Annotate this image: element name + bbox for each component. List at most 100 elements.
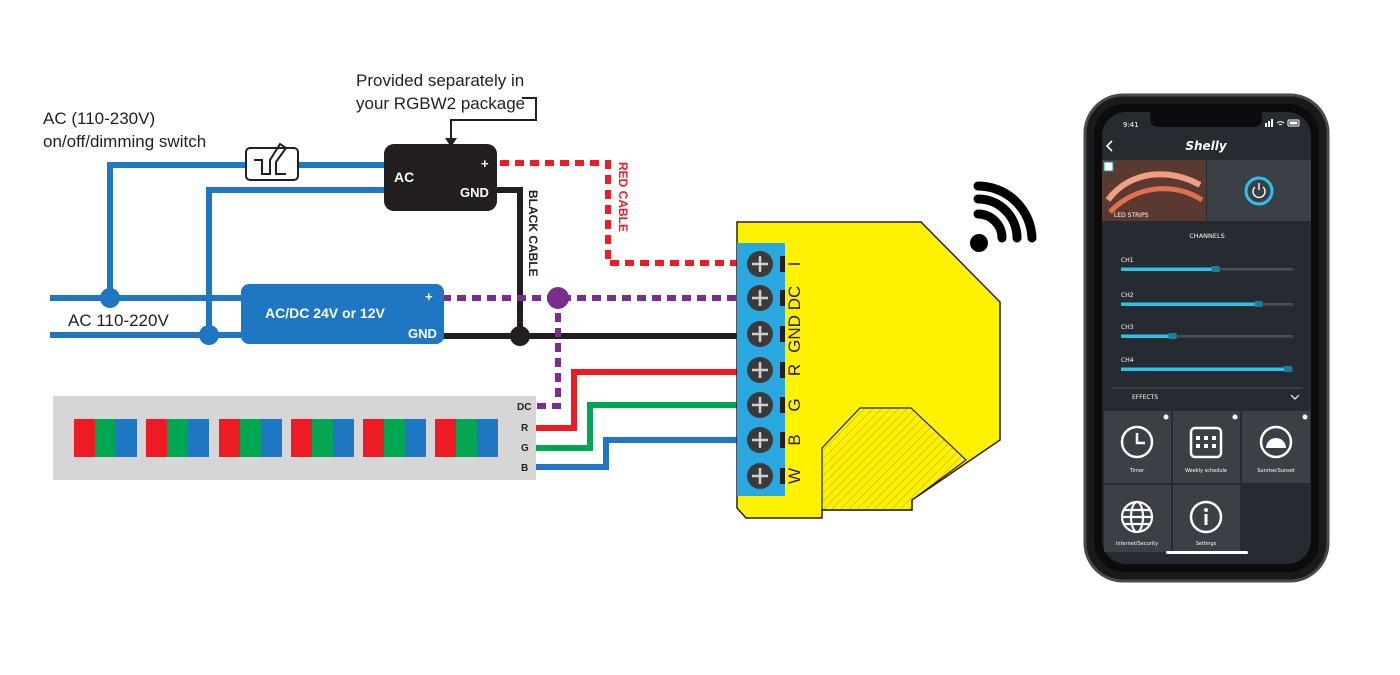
switch-label-line1: AC (110-230V) [43, 109, 155, 128]
device-tile[interactable]: LED STRIPS [1102, 160, 1206, 221]
strip-pin-label: B [521, 463, 528, 474]
led-segment [291, 419, 354, 457]
terminal-label: DC [785, 286, 804, 311]
channel-slider-ch2[interactable]: CH2 [1121, 292, 1293, 307]
adapter-ac-label: AC [394, 169, 414, 185]
black-cable-label: BLACK CABLE [526, 190, 540, 277]
terminal-label: I [785, 262, 804, 267]
psu-label: AC/DC 24V or 12V [265, 305, 385, 321]
screw-icon [747, 392, 773, 418]
signal-icon [1265, 119, 1273, 127]
wifi-dot [970, 234, 988, 252]
purple-dc-cable [442, 295, 745, 409]
status-wifi-icon [1276, 121, 1285, 126]
red-cable-label: RED CABLE [616, 162, 630, 232]
strip-pin-label: R [521, 423, 529, 434]
tile-internet-security[interactable]: Internet/Security [1104, 485, 1171, 552]
terminal-label: R [785, 364, 804, 376]
psu-box: AC/DC 24V or 12V + GND [241, 284, 444, 344]
back-icon[interactable] [1105, 140, 1113, 152]
channel-label: CH4 [1121, 357, 1134, 364]
terminal-label: W [785, 468, 804, 484]
terminal-label: GND [785, 315, 804, 353]
globe-icon [1120, 500, 1154, 534]
slider-knob[interactable] [1211, 266, 1220, 272]
app-brand: Shelly [1185, 139, 1228, 153]
screw-icon [747, 463, 773, 489]
device-tile-label: LED STRIPS [1114, 212, 1149, 219]
red-cable [500, 160, 745, 266]
junction-dot [100, 288, 120, 308]
status-time: 9:41 [1123, 121, 1139, 129]
led-segment [146, 419, 209, 457]
tile-sunrise-sunset[interactable]: Sunrise/Sunset [1242, 411, 1310, 483]
psu-gnd-label: GND [408, 326, 437, 341]
tile-label: Timer [1129, 468, 1145, 474]
mains-label: AC 110-220V [68, 311, 169, 330]
slider-fill [1121, 302, 1259, 306]
junction-dot [547, 287, 569, 309]
tile-settings[interactable]: Settings [1173, 485, 1240, 552]
screw-icon [747, 357, 773, 383]
chevron-down-icon[interactable] [1290, 394, 1300, 400]
slider-knob[interactable] [1254, 301, 1263, 307]
sunrise-icon [1259, 425, 1293, 459]
arrow-head-icon [445, 138, 457, 147]
info-icon [1189, 500, 1223, 534]
effects-label: EFFECTS [1132, 394, 1158, 401]
red-wire [536, 369, 745, 431]
tile-label: Internet/Security [1116, 541, 1158, 547]
led-segment [435, 419, 498, 457]
channel-label: CH3 [1121, 324, 1134, 331]
led-segment [363, 419, 426, 457]
screw-icon [747, 427, 773, 453]
strip-pin-label: DC [517, 402, 531, 413]
power-button[interactable] [1244, 176, 1274, 206]
slider-fill [1121, 334, 1173, 338]
psu-plus-label: + [425, 289, 433, 304]
screw-icon [747, 285, 773, 311]
device-hatched-area [821, 407, 967, 511]
slider-knob[interactable] [1168, 333, 1177, 339]
green-wire [536, 402, 745, 451]
tile-label: Settings [1196, 541, 1217, 547]
strip-pin-label: G [521, 443, 529, 454]
tile-label: Weekly schedule [1185, 468, 1227, 474]
note-line1: Provided separately in [356, 71, 524, 90]
black-cable [442, 187, 745, 339]
terminal-label: G [785, 398, 804, 411]
led-segment [219, 419, 282, 457]
note-arrow [450, 97, 537, 140]
terminal-label: B [785, 434, 804, 445]
home-indicator [1166, 551, 1248, 554]
tile-timer[interactable]: Timer [1104, 411, 1171, 483]
blue-wire [536, 437, 745, 470]
adapter-plus-label: + [481, 156, 489, 171]
note-line2: your RGBW2 package [356, 94, 525, 113]
channel-slider-ch4[interactable]: CH4 [1121, 357, 1293, 372]
tile-label: Sunrise/Sunset [1257, 468, 1295, 474]
slider-knob[interactable] [1283, 366, 1292, 372]
led-strip: DC R G B [53, 396, 536, 480]
screw-terminals [747, 251, 773, 489]
led-segment [74, 419, 137, 457]
channel-slider-ch3[interactable]: CH3 [1121, 324, 1293, 339]
channel-label: CH1 [1121, 257, 1134, 264]
battery-icon [1287, 119, 1300, 127]
slider-fill [1121, 267, 1216, 271]
channel-slider-ch1[interactable]: CH1 [1121, 257, 1293, 272]
slider-fill [1121, 367, 1288, 371]
channels-header: CHANNELS [1189, 232, 1224, 240]
ac-adapter: AC + GND [384, 144, 497, 211]
slider-track[interactable] [1121, 335, 1293, 338]
channel-label: CH2 [1121, 292, 1134, 299]
junction-dot [510, 326, 530, 346]
wifi-icon [973, 181, 1037, 243]
tile-weekly-schedule[interactable]: Weekly schedule [1173, 411, 1240, 483]
dimmer-switch-icon [245, 142, 299, 181]
calendar-icon [1189, 426, 1223, 459]
screw-icon [747, 321, 773, 347]
junction-dot [199, 325, 219, 345]
